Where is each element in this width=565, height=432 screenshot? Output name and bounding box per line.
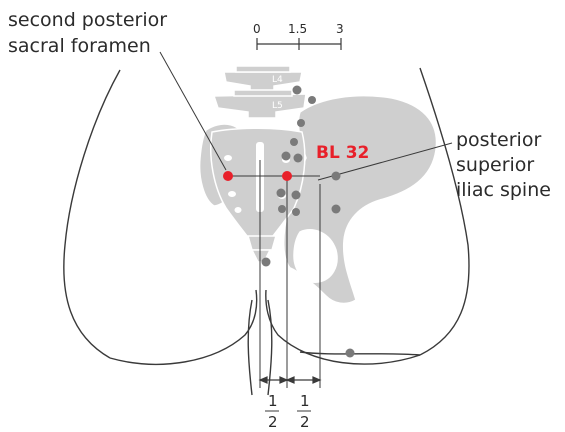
fraction-right: 1 2 (297, 392, 311, 431)
acupoint (293, 86, 302, 95)
fraction-right-denominator: 2 (300, 413, 310, 431)
left-buttock-curve (110, 290, 257, 364)
acupoint (282, 152, 291, 161)
gluteal-cleft (248, 300, 252, 395)
pelvis-bones (200, 66, 437, 303)
foramen-label-line2: sacral foramen (8, 35, 151, 57)
foramen-label-line1: second posterior (8, 9, 167, 31)
bl32-point (282, 171, 292, 181)
foramen-left-4 (235, 207, 242, 213)
acupoint (292, 208, 300, 216)
fraction-left: 1 2 (265, 392, 279, 431)
psis-label-line3: iliac spine (456, 179, 551, 201)
right-flank-line (420, 68, 469, 355)
acupoint (294, 154, 303, 163)
acupoint (292, 191, 301, 200)
foramen-leader (160, 52, 226, 170)
bl32-label: BL 32 (316, 143, 369, 163)
acupoint (278, 205, 286, 213)
scale-tick-0: 0 (253, 22, 261, 36)
fraction-left-denominator: 2 (268, 413, 278, 431)
buttock-crease-right (300, 352, 420, 355)
acupoint (297, 119, 305, 127)
acupoint (332, 172, 341, 181)
acupoint (346, 349, 355, 358)
scale-bar (257, 38, 341, 50)
scale-tick-3: 3 (336, 22, 344, 36)
vertebra-l4 (224, 72, 302, 92)
left-flank-line (64, 70, 120, 358)
acupoint (332, 205, 341, 214)
foramen-red-point (223, 171, 233, 181)
coccyx (248, 236, 276, 250)
vertebra-l5-body (234, 90, 292, 96)
psis-label-line1: posterior (456, 129, 541, 151)
fraction-left-numerator: 1 (268, 392, 278, 410)
foramen-left-1 (224, 155, 232, 161)
acupoint (290, 138, 298, 146)
scale-tick-1-5: 1.5 (288, 22, 307, 36)
vertebra-l5 (214, 94, 306, 118)
fraction-right-numerator: 1 (300, 392, 310, 410)
psis-label-line2: superior (456, 154, 534, 176)
acupoint (277, 189, 286, 198)
vertebra-l4-label: L4 (272, 75, 283, 85)
foramen-left-3 (228, 191, 236, 197)
acupoint (262, 258, 271, 267)
vertebra-l5-label: L5 (272, 101, 283, 111)
acupoint (308, 96, 316, 104)
vertebra-l4-body (236, 66, 290, 72)
